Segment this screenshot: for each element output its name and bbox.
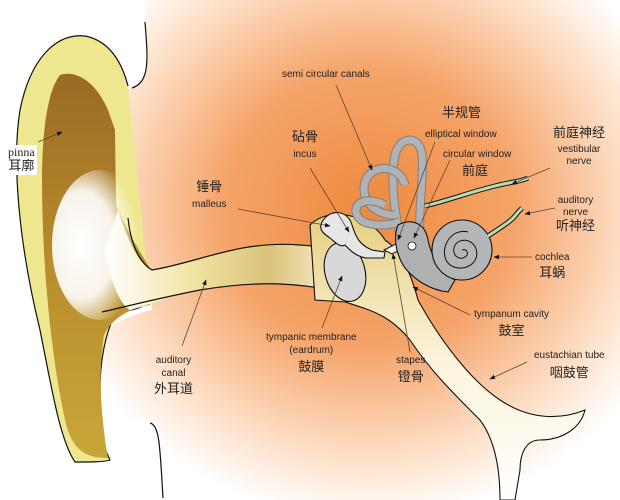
label-tympanic-membrane-cn: 鼓膜 (298, 360, 325, 375)
label-auditory-canal-en1: auditory (155, 355, 192, 366)
malleus-incus-shape (320, 212, 386, 259)
label-semicircular-canals-en: semi circular canals (282, 69, 370, 80)
canal-lower-outline (101, 283, 341, 313)
leader-lines (37, 84, 556, 380)
label-auditory-nerve-en2: nerve (563, 207, 589, 218)
label-auditory-canal: auditory canal 外耳道 (154, 355, 193, 398)
leader-auditory-canal (181, 279, 207, 347)
leader-tympanic-membrane (321, 275, 343, 329)
leader-circular-window (413, 159, 451, 239)
label-tympanum-cavity: tympanum cavity 鼓室 (474, 309, 549, 340)
leader-stapes (391, 253, 411, 353)
auditory-nerve-fill (487, 206, 524, 238)
leader-eustachian-tube (489, 361, 528, 380)
label-vestibular-nerve: 前庭神经 vestibular nerve (553, 126, 605, 168)
leader-auditory-nerve (524, 207, 556, 216)
label-stapes-cn: 镫骨 (397, 370, 424, 385)
leader-semicircular-canals (335, 84, 373, 171)
label-elliptical-window: elliptical window (425, 129, 497, 140)
label-auditory-nerve-en1: auditory (557, 195, 594, 206)
head-edge-top (131, 21, 148, 89)
label-vestibular-nerve-en1: vestibular (557, 144, 601, 155)
label-malleus: 锤骨 malleus (192, 180, 226, 211)
leader-elliptical-window (397, 141, 436, 241)
label-eustachian-tube-en: eustachian tube (534, 350, 605, 361)
vestibule-shape (395, 221, 456, 293)
auditory-canal-shape (105, 210, 340, 310)
label-cochlea: cochlea 耳蜗 (535, 252, 569, 282)
label-tympanum-cavity-en: tympanum cavity (474, 309, 550, 320)
label-pinna-cn: 耳廓 (8, 159, 35, 174)
label-auditory-nerve: auditory nerve 听神经 (556, 195, 595, 235)
label-cochlea-cn: 耳蜗 (539, 266, 566, 281)
label-auditory-canal-en2: canal (161, 368, 186, 379)
label-circular-window-cn: 前庭 (462, 164, 489, 179)
leader-pinna (37, 131, 63, 143)
label-incus: 砧骨 incus (292, 130, 318, 161)
label-semicircular-canals-cn: 半规管 (442, 106, 482, 121)
label-circular-window-en: circular window (443, 149, 512, 160)
head-edge-bottom (149, 422, 164, 499)
oval-window-shape (407, 241, 417, 251)
label-auditory-canal-cn: 外耳道 (154, 382, 194, 397)
label-cochlea-en: cochlea (535, 252, 570, 263)
label-stapes-en: stapes (396, 355, 426, 366)
label-incus-cn: 砧骨 (292, 130, 319, 145)
label-malleus-cn: 锤骨 (196, 180, 223, 195)
label-tympanic-membrane-en1: tympanic membrane (266, 332, 357, 343)
label-vestibular-nerve-cn: 前庭神经 (553, 126, 606, 141)
label-stapes: stapes 镫骨 (396, 355, 425, 386)
leader-malleus (237, 208, 331, 228)
label-pinna-en: pinna (8, 145, 35, 159)
label-eustachian-tube: eustachian tube 咽鼓管 (534, 350, 605, 382)
label-auditory-nerve-cn: 听神经 (556, 219, 596, 234)
label-tympanic-membrane-en2: (eardrum) (289, 345, 334, 356)
label-eustachian-tube-cn: 咽鼓管 (549, 366, 589, 381)
label-tympanic-membrane: tympanic membrane (eardrum) 鼓膜 (266, 332, 357, 376)
label-incus-en: incus (293, 149, 317, 160)
leader-incus (309, 167, 350, 233)
label-pinna: pinna 耳廓 (6, 145, 37, 175)
leader-vestibular-nerve (511, 167, 551, 185)
semicircular-canals-shape (351, 135, 427, 242)
label-vestibular-nerve-en2: nerve (566, 156, 592, 167)
cochlea-shape (431, 219, 493, 281)
leader-tympanum-cavity (412, 286, 471, 316)
label-tympanum-cavity-cn: 鼓室 (498, 324, 525, 339)
label-malleus-en: malleus (192, 199, 227, 210)
